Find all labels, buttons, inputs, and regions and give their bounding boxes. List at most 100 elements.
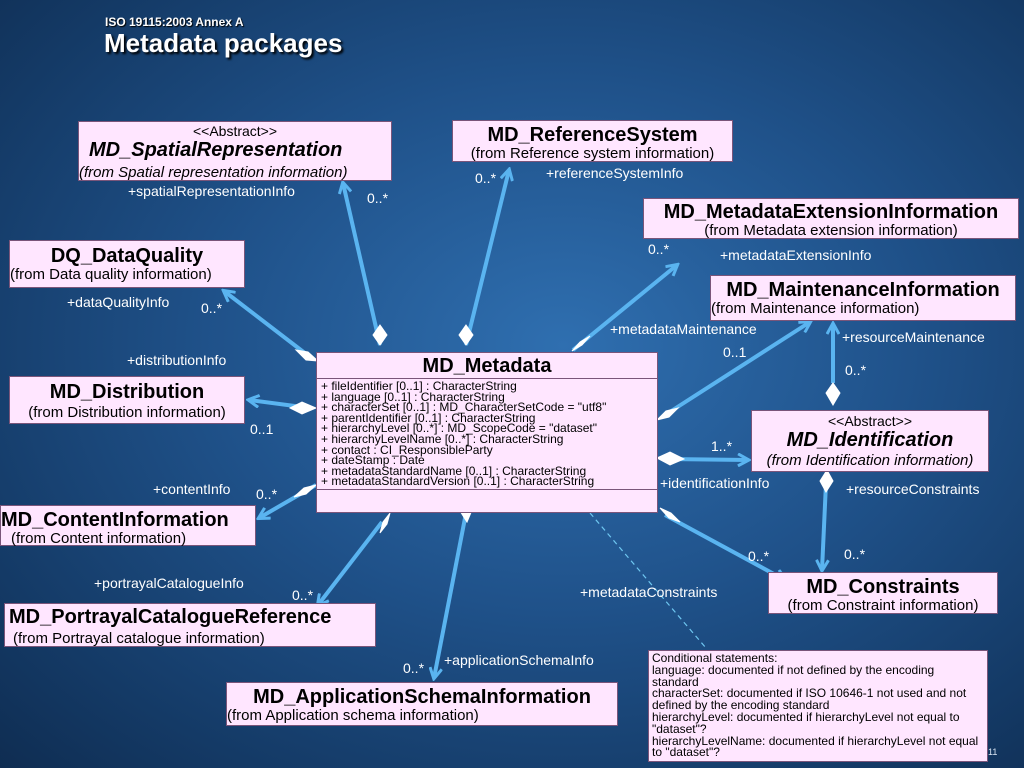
package-origin: (from Content information): [11, 530, 187, 547]
attribute: + contact : CI_ResponsibleParty: [321, 442, 493, 457]
class-name: MD_ReferenceSystem: [487, 124, 698, 146]
class-name: MD_MetadataExtensionInformation: [663, 201, 999, 223]
link-reference: [464, 170, 509, 346]
multiplicity-label: 0..*: [367, 190, 389, 206]
role-label: +contentInfo: [153, 481, 231, 497]
class-name: DQ_DataQuality: [50, 245, 204, 267]
note-link: [589, 512, 707, 649]
class-name: MD_SpatialRepresentation: [89, 139, 343, 161]
multiplicity-label: 0..1: [723, 344, 747, 360]
role-label: +spatialRepresentationInfo: [128, 183, 295, 199]
role-label: +applicationSchemaInfo: [444, 652, 594, 668]
class-name: MD_ApplicationSchemaInformation: [253, 686, 591, 708]
class-name: MD_Identification: [786, 429, 954, 451]
aggregation-diamond: [655, 407, 680, 421]
class-constraints[interactable]: MD_Constraints (from Constraint informat…: [768, 572, 998, 614]
class-reference-system[interactable]: MD_ReferenceSystem (from Reference syste…: [452, 120, 733, 162]
attribute: + hierarchyLevel [0..*] : MD_ScopeCode =…: [321, 421, 598, 436]
aggregation-diamond: [571, 335, 591, 352]
role-label: +portrayalCatalogueInfo: [94, 575, 244, 591]
aggregation-diamond: [372, 324, 388, 346]
class-content[interactable]: MD_ContentInformation (from Content info…: [0, 505, 256, 547]
role-label: +metadataMaintenance: [610, 321, 757, 337]
class-md-metadata[interactable]: MD_Metadata + fileIdentifier [0..1] : Ch…: [316, 352, 658, 513]
conditional-statements-note: Conditional statements: language: docume…: [648, 650, 988, 762]
class-metadata-extension[interactable]: MD_MetadataExtensionInformation (from Me…: [643, 198, 1019, 239]
operations-compartment: [317, 488, 657, 502]
role-label: +resourceMaintenance: [842, 329, 985, 345]
note-line: hierarchyLevelName: documented if hierar…: [652, 733, 979, 760]
link-metaconstraints: [664, 513, 785, 580]
stereotype: <<Abstract>>: [192, 123, 278, 139]
page-subtitle: ISO 19115:2003 Annex A: [105, 15, 244, 29]
multiplicity-label: 0..*: [845, 362, 867, 378]
attribute: + metadataStandardVersion [0..1] : Chara…: [321, 474, 595, 489]
class-data-quality[interactable]: DQ_DataQuality (from Data quality inform…: [9, 240, 245, 288]
package-origin: (from Metadata extension information): [704, 222, 958, 239]
attribute: + fileIdentifier [0..1] : CharacterStrin…: [321, 379, 517, 393]
class-name: MD_ContentInformation: [1, 509, 229, 531]
attribute: + hierarchyLevelName [0..*] : CharacterS…: [321, 431, 564, 446]
package-origin: (from Spatial representation information…: [79, 164, 348, 181]
page-number: 11: [988, 747, 998, 757]
aggregation-diamond: [379, 512, 391, 534]
multiplicity-label: 0..*: [292, 587, 314, 603]
multiplicity-label: 0..*: [403, 660, 425, 676]
attribute: + language [0..1] : CharacterString: [321, 389, 505, 404]
link-portrayal: [318, 520, 384, 605]
package-origin: (from Data quality information): [10, 266, 212, 283]
aggregation-diamond: [655, 451, 686, 466]
class-application-schema[interactable]: MD_ApplicationSchemaInformation (from Ap…: [226, 682, 618, 726]
role-label: +resourceConstraints: [846, 481, 980, 497]
multiplicity-label: 0..*: [256, 486, 278, 502]
note-line: language: documented if not defined by t…: [652, 662, 935, 689]
link-metamaint: [663, 322, 810, 417]
class-spatial-representation[interactable]: <<Abstract>> MD_SpatialRepresentation (f…: [78, 121, 392, 181]
class-name: MD_Distribution: [49, 381, 205, 403]
aggregation-diamond: [293, 484, 317, 498]
attribute: + dateStamp : Date: [321, 453, 425, 468]
link-resconstraints: [822, 482, 826, 570]
attribute-list: + fileIdentifier [0..1] : CharacterStrin…: [317, 378, 657, 489]
role-label: +metadataConstraints: [580, 584, 718, 600]
class-maintenance[interactable]: MD_MaintenanceInformation (from Maintena…: [710, 275, 1016, 321]
multiplicity-label: 1..*: [711, 438, 733, 454]
note-line: hierarchyLevel: documented if hierarchyL…: [652, 709, 960, 736]
page-title: Metadata packages: [104, 28, 343, 58]
link-extension: [571, 265, 677, 352]
package-origin: (from Application schema information): [227, 707, 479, 724]
package-origin: (from Distribution information): [28, 404, 226, 421]
multiplicity-label: 0..*: [475, 170, 497, 186]
multiplicity-label: 0..*: [648, 241, 670, 257]
multiplicity-label: 0..*: [201, 300, 223, 316]
package-origin: (from Portrayal catalogue information): [13, 630, 265, 647]
attribute: + parentIdentifier [0..1] : CharacterStr…: [321, 410, 536, 425]
role-label: +referenceSystemInfo: [546, 165, 684, 181]
role-label: +identificationInfo: [660, 475, 770, 491]
class-distribution[interactable]: MD_Distribution (from Distribution infor…: [9, 376, 245, 424]
package-origin: (from Constraint information): [787, 597, 979, 614]
note-line: Conditional statements:: [652, 651, 778, 665]
note-line: characterSet: documented if ISO 10646-1 …: [652, 686, 967, 713]
class-name: MD_Metadata: [422, 355, 552, 377]
package-origin: (from Identification information): [766, 452, 974, 469]
role-label: +metadataExtensionInfo: [720, 247, 872, 263]
aggregation-diamond: [288, 401, 318, 415]
aggregation-diamond: [458, 324, 474, 346]
link-appschema: [434, 512, 468, 678]
link-quality: [224, 291, 312, 359]
aggregation-diamond: [825, 382, 841, 406]
aggregation-diamond: [294, 349, 320, 362]
package-origin: (from Reference system information): [470, 145, 715, 162]
multiplicity-label: 0..*: [844, 546, 866, 562]
class-identification[interactable]: <<Abstract>> MD_Identification (from Ide…: [751, 410, 989, 472]
link-spatial: [343, 183, 382, 346]
multiplicity-label: 0..*: [748, 548, 770, 564]
stereotype: <<Abstract>>: [827, 413, 913, 429]
aggregation-diamond: [659, 507, 681, 523]
aggregation-diamond: [819, 469, 834, 493]
class-portrayal[interactable]: MD_PortrayalCatalogueReference (from Por…: [4, 603, 376, 647]
attribute: + metadataStandardName [0..1] : Characte…: [321, 463, 587, 478]
class-name: MD_MaintenanceInformation: [726, 279, 1000, 301]
